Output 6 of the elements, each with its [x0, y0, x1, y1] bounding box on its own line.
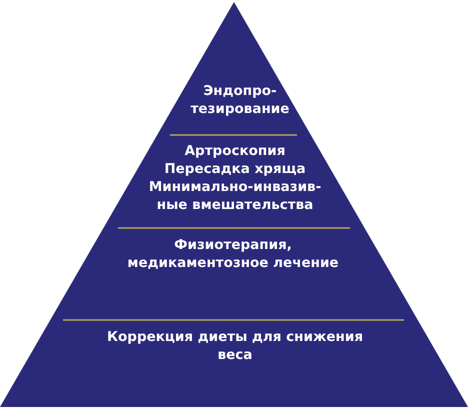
tier-text: Коррекция диеты для снижения веса [106, 328, 364, 364]
tier-text: Эндопро-тезирование [190, 82, 290, 118]
tier-text: Артроскопия [184, 142, 286, 160]
tier-text: Физиотерапия, медикаментозное лечение [126, 236, 340, 272]
tier-text: Минимально-инвазив-ные вмешательства [148, 178, 322, 214]
tier-text: Пересадка хряща [164, 160, 306, 178]
